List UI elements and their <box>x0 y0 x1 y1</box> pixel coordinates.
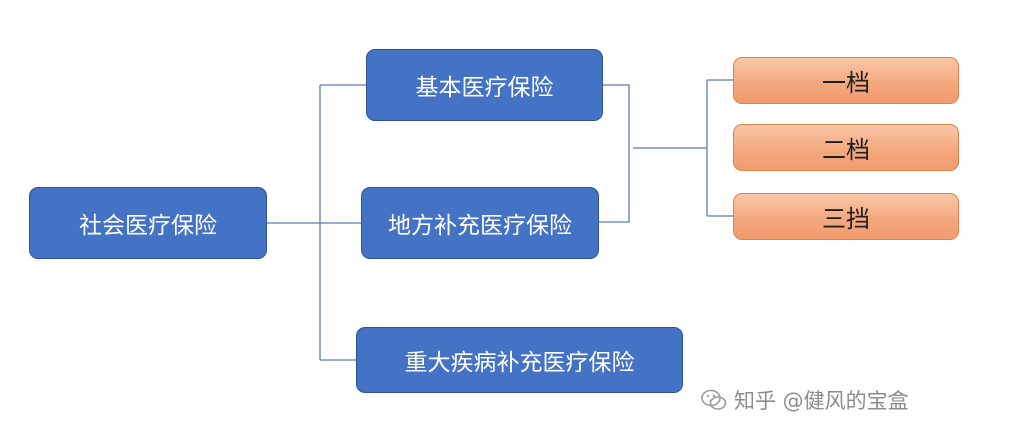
branch-label: 地方补充医疗保险 <box>388 213 572 239</box>
watermark: 知乎 @健风的宝盒 <box>700 382 909 418</box>
tier-node-3: 三挡 <box>733 193 959 240</box>
root-label: 社会医疗保险 <box>79 213 217 239</box>
branch-label: 基本医疗保险 <box>415 75 554 101</box>
branch-node-local: 地方补充医疗保险 <box>361 187 599 259</box>
tier-label: 二档 <box>822 136 870 164</box>
wechat-icon <box>701 389 727 410</box>
branch-node-basic: 基本医疗保险 <box>366 49 603 121</box>
tier-label: 三挡 <box>822 205 870 233</box>
branch-node-critical: 重大疾病补充医疗保险 <box>356 327 683 393</box>
tier-node-1: 一档 <box>733 57 959 104</box>
branch-label: 重大疾病补充医疗保险 <box>404 350 635 376</box>
root-node: 社会医疗保险 <box>29 187 267 259</box>
connector-bracket <box>599 84 630 223</box>
watermark-text: 知乎 @健风的宝盒 <box>734 389 909 413</box>
tier-label: 一档 <box>822 69 870 97</box>
tier-node-2: 二档 <box>733 124 959 171</box>
